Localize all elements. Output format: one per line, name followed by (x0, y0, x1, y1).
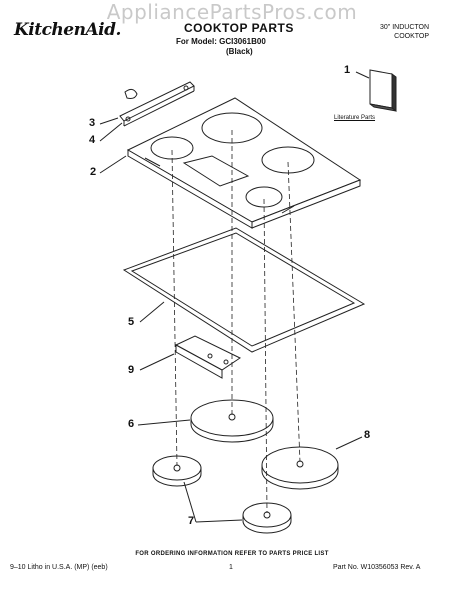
bottom-small-element (242, 502, 292, 534)
callout-5: 5 (128, 316, 135, 328)
left-small-element (152, 455, 202, 487)
right-induction-element (261, 446, 339, 490)
litho-note: 9–10 Litho in U.S.A. (MP) (eeb) (10, 564, 108, 571)
control-bracket (174, 335, 242, 379)
alignment-lines (171, 130, 301, 514)
model-line: For Model: GCI3061B00 (176, 37, 266, 46)
product-type: 30" INDUCTON COOKTOP (380, 23, 429, 41)
callout-8: 8 (364, 429, 371, 441)
ordering-note: FOR ORDERING INFORMATION REFER TO PARTS … (135, 551, 329, 557)
page-title: COOKTOP PARTS (184, 21, 294, 35)
large-induction-element (190, 399, 274, 443)
page-number: 1 (229, 564, 233, 571)
callout-1: 1 (344, 64, 351, 76)
callout-7: 7 (188, 515, 195, 527)
glass-cooktop (126, 97, 362, 229)
product-type-line1: 30" INDUCTON (380, 24, 430, 31)
callout-2: 2 (90, 166, 97, 178)
watermark: AppliancePartsPros.com (106, 0, 358, 24)
literature-label: Literature Parts (334, 115, 376, 121)
callout-4: 4 (89, 134, 96, 146)
callout-6: 6 (128, 418, 135, 430)
mounting-bracket (119, 81, 195, 127)
callout-3: 3 (89, 117, 96, 129)
color-line: (Black) (226, 47, 253, 56)
product-type-line2: COOKTOP (394, 33, 430, 40)
brand-logo: KitchenAid. (14, 20, 121, 40)
part-number: Part No. W10356053 Rev. A (333, 564, 421, 571)
gasket-frame (122, 227, 366, 353)
literature-booklet (369, 69, 397, 112)
callout-9: 9 (128, 364, 135, 376)
